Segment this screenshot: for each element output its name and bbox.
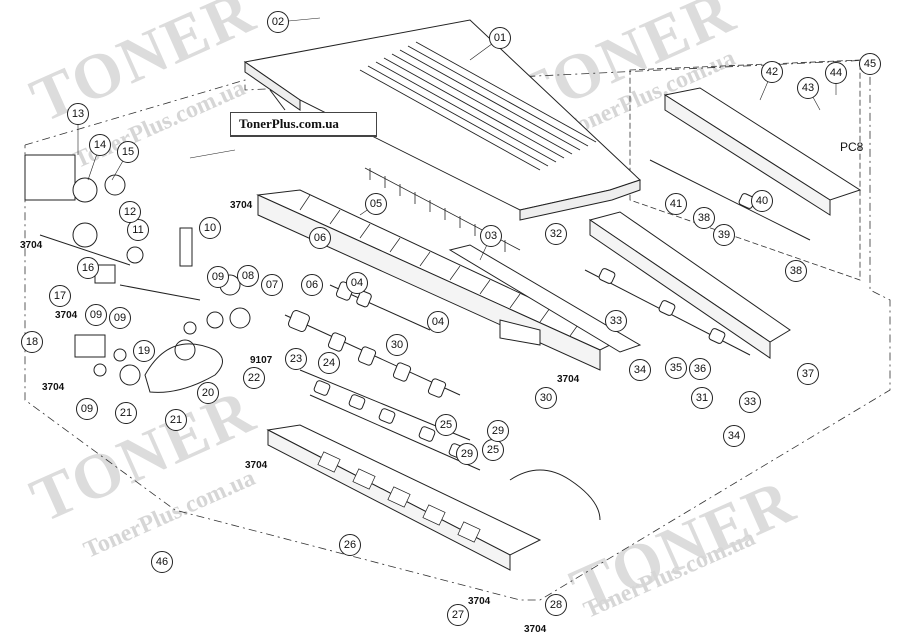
- callout-39: 39: [713, 224, 735, 246]
- screw-label: 3704: [468, 596, 491, 607]
- callout-22: 22: [243, 367, 265, 389]
- callout-14: 14: [89, 134, 111, 156]
- banner-text: TonerPlus.com.ua: [239, 116, 339, 131]
- callout-32: 32: [545, 223, 567, 245]
- callout-35: 35: [665, 357, 687, 379]
- callout-20: 20: [197, 382, 219, 404]
- callout-40: 40: [751, 190, 773, 212]
- callout-30: 30: [535, 387, 557, 409]
- callout-15: 15: [117, 141, 139, 163]
- pc8-label: PC8: [840, 140, 864, 154]
- callout-19: 19: [133, 340, 155, 362]
- callout-31: 31: [691, 387, 713, 409]
- screw-label: 3704: [524, 624, 547, 635]
- callout-09: 09: [76, 398, 98, 420]
- callout-27: 27: [447, 604, 469, 626]
- pc8-boundary: [629, 59, 861, 281]
- callout-25: 25: [435, 414, 457, 436]
- callout-09: 09: [109, 307, 131, 329]
- callout-09: 09: [207, 266, 229, 288]
- screw-label: 3704: [20, 240, 43, 251]
- callout-09: 09: [85, 304, 107, 326]
- callout-41: 41: [665, 193, 687, 215]
- callout-30: 30: [386, 334, 408, 356]
- roller-shafts: [284, 281, 461, 398]
- callout-01: 01: [489, 27, 511, 49]
- callout-03: 03: [480, 225, 502, 247]
- callout-10: 10: [199, 217, 221, 239]
- callout-12: 12: [119, 201, 141, 223]
- callout-05: 05: [365, 193, 387, 215]
- callout-13: 13: [67, 103, 89, 125]
- left-gear-assembly: [24, 154, 251, 393]
- callout-33: 33: [739, 391, 761, 413]
- right-lower-frame: [584, 211, 791, 359]
- callout-07: 07: [261, 274, 283, 296]
- screw-label: 3704: [557, 374, 580, 385]
- callout-06: 06: [301, 274, 323, 296]
- cable: [509, 469, 601, 521]
- callout-29: 29: [487, 420, 509, 442]
- callout-21: 21: [115, 402, 137, 424]
- callout-23: 23: [285, 348, 307, 370]
- assembly-boundary: [24, 59, 891, 601]
- bracket-bar: [448, 244, 642, 353]
- callout-06: 06: [309, 227, 331, 249]
- part-9107-label: 9107: [250, 355, 273, 366]
- callout-36: 36: [689, 358, 711, 380]
- callout-17: 17: [49, 285, 71, 307]
- callout-16: 16: [77, 257, 99, 279]
- callout-42: 42: [761, 61, 783, 83]
- callout-24: 24: [318, 352, 340, 374]
- callout-04: 04: [346, 272, 368, 294]
- callout-45: 45: [859, 53, 881, 75]
- callout-28: 28: [545, 594, 567, 616]
- callout-29: 29: [456, 443, 478, 465]
- callout-08: 08: [237, 265, 259, 287]
- callout-38: 38: [693, 207, 715, 229]
- screw-label: 3704: [42, 382, 65, 393]
- callout-34: 34: [629, 359, 651, 381]
- callout-21: 21: [165, 409, 187, 431]
- callout-02: 02: [267, 11, 289, 33]
- callout-26: 26: [339, 534, 361, 556]
- callout-38: 38: [785, 260, 807, 282]
- callout-34: 34: [723, 425, 745, 447]
- lower-frame: [266, 424, 542, 571]
- callout-04: 04: [427, 311, 449, 333]
- banner: TonerPlus.com.ua: [230, 112, 377, 137]
- callout-46: 46: [151, 551, 173, 573]
- right-frame: [649, 87, 862, 241]
- screw-label: 3704: [230, 200, 253, 211]
- callout-44: 44: [825, 62, 847, 84]
- callout-33: 33: [605, 310, 627, 332]
- callout-37: 37: [797, 363, 819, 385]
- callout-43: 43: [797, 77, 819, 99]
- screw-label: 3704: [245, 460, 268, 471]
- callout-18: 18: [21, 331, 43, 353]
- top-cover: [243, 19, 641, 221]
- screw-label: 3704: [55, 310, 78, 321]
- callout-25: 25: [482, 439, 504, 461]
